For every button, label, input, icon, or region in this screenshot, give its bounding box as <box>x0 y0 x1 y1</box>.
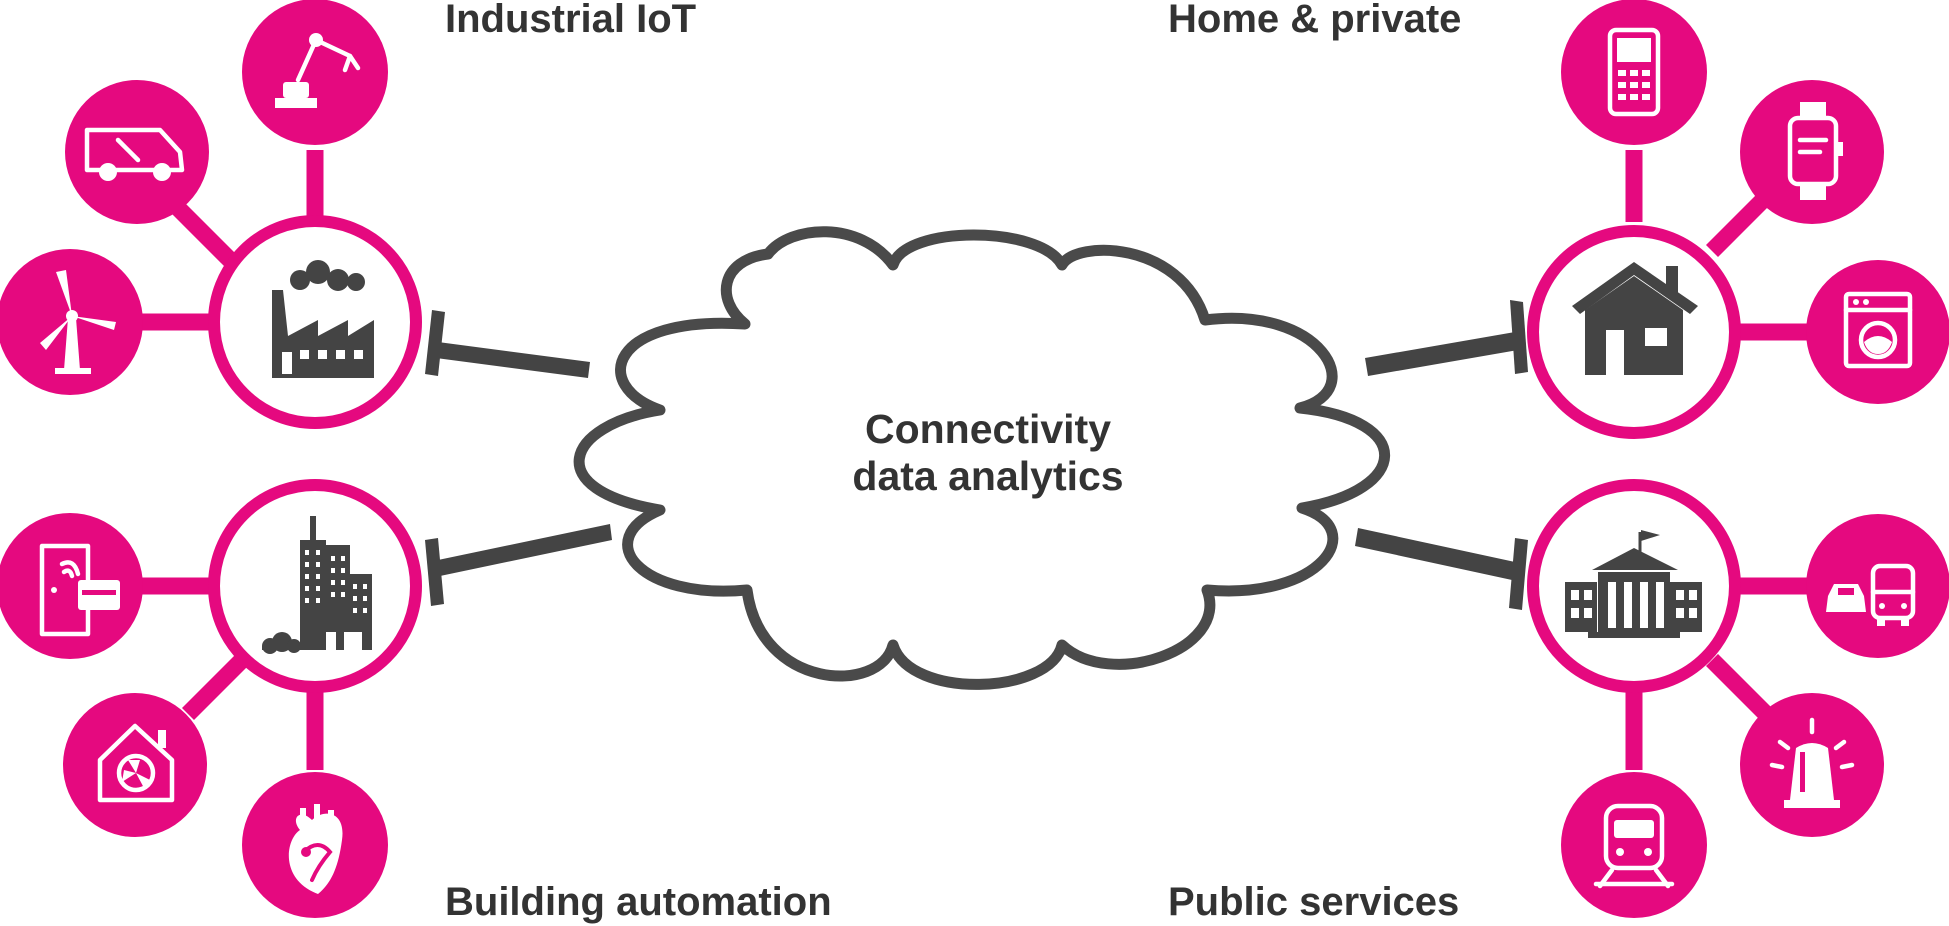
heart-icon <box>288 804 343 894</box>
public-services-cluster: Public services <box>1168 479 1949 924</box>
house-icon <box>1572 262 1698 375</box>
robot-arm-icon <box>275 33 361 108</box>
industrial-iot-cluster: Industrial IoT <box>0 0 696 429</box>
city-buildings-icon <box>262 516 372 654</box>
connector-top-right <box>1365 300 1528 376</box>
industrial-satellite-robot <box>242 0 388 145</box>
government-building-icon <box>1565 530 1702 638</box>
washing-machine-icon <box>1843 291 1913 369</box>
wind-turbine-icon <box>40 270 116 374</box>
smartwatch-icon <box>1787 102 1843 200</box>
home-satellite-washer <box>1806 260 1949 404</box>
cloud-outline <box>573 226 1391 690</box>
industrial-satellite-van <box>65 80 209 224</box>
factory-icon <box>272 260 374 378</box>
cloud: Connectivity data analytics <box>573 226 1391 690</box>
siren-icon <box>1769 717 1855 808</box>
public-services-title: Public services <box>1168 880 1459 924</box>
industrial-iot-title: Industrial IoT <box>445 0 696 41</box>
home-private-title: Home & private <box>1168 0 1461 41</box>
building-satellite-door <box>0 513 143 659</box>
smart-home-fan-icon <box>97 723 175 803</box>
public-satellite-transport <box>1806 514 1949 658</box>
connectors <box>425 300 1528 610</box>
public-satellite-train <box>1561 772 1707 918</box>
connector-bottom-left <box>425 524 612 606</box>
train-icon <box>1593 803 1675 889</box>
mobile-phone-icon <box>1607 27 1661 117</box>
cloud-title-line1: Connectivity <box>865 406 1111 452</box>
home-private-cluster: Home & private <box>1168 0 1949 439</box>
building-automation-cluster: Building automation <box>0 479 832 924</box>
car-and-bus-icon <box>1826 563 1916 626</box>
door-access-card-icon <box>39 543 120 637</box>
connector-top-left <box>425 310 590 378</box>
cloud-title-line2: data analytics <box>852 453 1123 499</box>
building-automation-title: Building automation <box>445 880 832 924</box>
connector-bottom-right <box>1355 528 1528 610</box>
service-van-icon <box>84 127 185 181</box>
